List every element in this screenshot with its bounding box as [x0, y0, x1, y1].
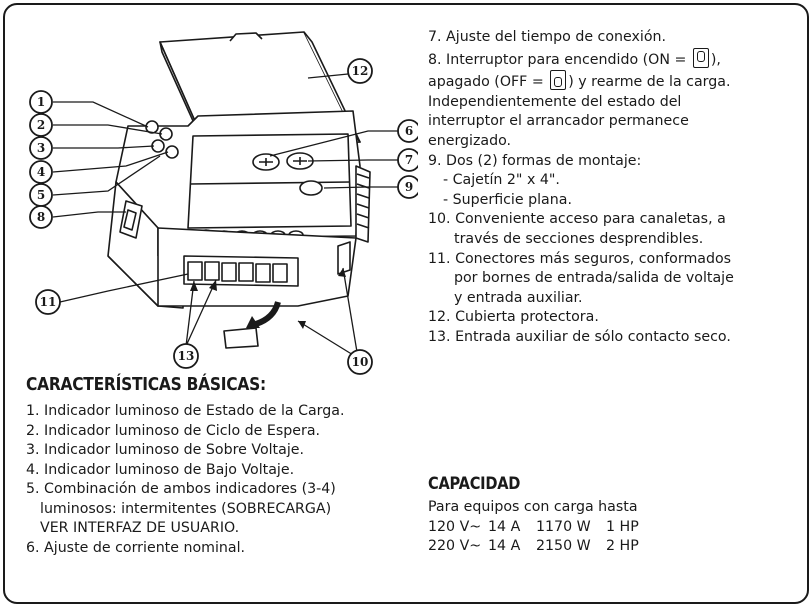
- power-switch: [119, 200, 143, 239]
- features-title: CARACTERÍSTICAS BÁSICAS:: [26, 374, 266, 395]
- callout-5: 5: [29, 183, 53, 207]
- list-item: - Cajetín 2" x 4".: [443, 172, 560, 189]
- list-item: apagado (OFF = ) y rearme de la carga.: [428, 70, 793, 93]
- list-item: través de secciones desprendibles.: [454, 230, 704, 247]
- capacity-subtitle: Para equipos con carga hasta: [428, 499, 638, 515]
- callout-10: 10: [347, 349, 373, 375]
- svg-text:11: 11: [40, 295, 57, 309]
- list-item: y entrada auxiliar.: [454, 289, 583, 306]
- svg-text:8: 8: [37, 210, 45, 224]
- list-item: 3. Indicador luminoso de Sobre Voltaje.: [26, 442, 304, 458]
- svg-text:12: 12: [352, 64, 369, 78]
- list-item: VER INTERFAZ DE USUARIO.: [40, 520, 240, 536]
- svg-text:6: 6: [405, 124, 413, 138]
- list-item: 2. Indicador luminoso de Ciclo de Espera…: [26, 422, 321, 439]
- callout-2: 2: [29, 113, 53, 137]
- svg-text:2: 2: [37, 118, 45, 132]
- list-item: 5. Combinación de ambos indicadores (3-4…: [26, 481, 336, 497]
- callout-7: 7: [397, 148, 418, 172]
- list-item: interruptor el arrancador permanece: [428, 113, 689, 130]
- features-continued: 7. Ajuste del tiempo de conexión. 8. Int…: [428, 28, 793, 348]
- off-switch-icon: [550, 70, 567, 91]
- list-item: 8. Interruptor para encendido (ON = ),: [428, 47, 793, 71]
- connector-block: [183, 255, 299, 287]
- callout-3: 3: [29, 136, 53, 160]
- list-item: 10. Conveniente acceso para canaletas, a: [428, 211, 726, 228]
- svg-text:4: 4: [37, 165, 45, 179]
- callout-4: 4: [29, 160, 53, 184]
- svg-text:7: 7: [405, 153, 413, 167]
- features-list: 1. Indicador luminoso de Estado de la Ca…: [26, 402, 406, 558]
- callout-9: 9: [397, 175, 418, 199]
- svg-text:5: 5: [37, 188, 45, 202]
- document-frame: [3, 3, 809, 604]
- device-illustration: 1 2 3 4 5 8 6 7 9 12 11 13 10: [29, 31, 418, 375]
- list-item: por bornes de entrada/salida de voltaje: [454, 270, 734, 287]
- callout-6: 6: [397, 119, 418, 143]
- callout-11: 11: [35, 289, 61, 315]
- callout-1: 1: [29, 90, 53, 114]
- list-item: energizado.: [428, 132, 512, 149]
- list-item: 6. Ajuste de corriente nominal.: [26, 539, 246, 556]
- list-item: 1. Indicador luminoso de Estado de la Ca…: [26, 403, 345, 419]
- svg-text:10: 10: [352, 355, 369, 369]
- callout-8: 8: [29, 205, 53, 229]
- list-item: 9. Dos (2) formas de montaje:: [428, 152, 642, 169]
- list-item: 4. Indicador luminoso de Bajo Voltaje.: [26, 461, 295, 478]
- list-item: 12. Cubierta protectora.: [428, 309, 599, 326]
- list-item: 11. Conectores más seguros, conformados: [428, 250, 732, 267]
- current-adjust-knob: [252, 153, 280, 171]
- list-item: 7. Ajuste del tiempo de conexión.: [428, 29, 667, 45]
- svg-text:13: 13: [178, 349, 195, 363]
- capacity-title: CAPACIDAD: [428, 474, 521, 494]
- on-switch-icon: [692, 47, 709, 68]
- list-item: 13. Entrada auxiliar de sólo contacto se…: [428, 328, 731, 345]
- list-item: - Superficie plana.: [443, 191, 572, 208]
- callout-12: 12: [347, 58, 373, 84]
- callout-13: 13: [173, 343, 199, 369]
- svg-text:3: 3: [37, 141, 45, 155]
- svg-text:1: 1: [37, 95, 45, 109]
- svg-text:9: 9: [405, 180, 413, 194]
- list-item: luminosos: intermitentes (SOBRECARGA): [40, 500, 332, 517]
- list-item: Independientemente del estado del: [428, 93, 682, 110]
- auxiliary-button: [299, 180, 323, 196]
